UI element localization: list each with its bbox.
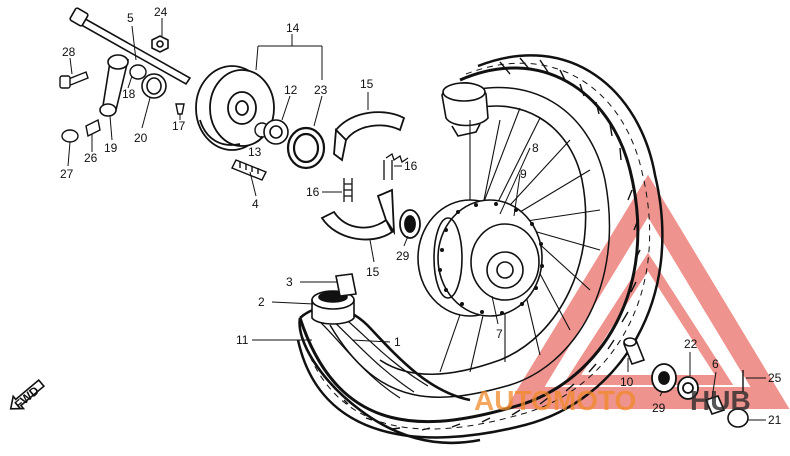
callout-16-right: 16 bbox=[404, 159, 418, 173]
callout-17: 17 bbox=[172, 119, 186, 133]
inner-tube-valve bbox=[311, 290, 355, 325]
leader-lines bbox=[67, 18, 766, 421]
callout-4: 4 bbox=[252, 197, 259, 211]
callout-labels: 5 24 28 18 19 20 26 27 17 14 12 23 13 4 … bbox=[12, 5, 782, 427]
callout-28: 28 bbox=[62, 45, 76, 59]
bearing-lower bbox=[651, 363, 677, 393]
brake-arm bbox=[99, 54, 130, 117]
tire-tread bbox=[343, 57, 641, 431]
axle-cap-nut bbox=[727, 408, 749, 428]
distance-collar bbox=[622, 337, 646, 365]
grease-fitting bbox=[175, 103, 185, 115]
watermark-text: AUTOMOTO HUB bbox=[474, 385, 751, 416]
callout-23: 23 bbox=[314, 83, 328, 97]
callout-6: 6 bbox=[712, 357, 719, 371]
callout-14: 14 bbox=[286, 21, 300, 35]
callout-16-left: 16 bbox=[306, 185, 320, 199]
brake-arm-spring bbox=[129, 64, 147, 80]
oil-seal bbox=[677, 376, 699, 400]
callout-15-upper: 15 bbox=[360, 77, 374, 91]
callout-22: 22 bbox=[684, 337, 698, 351]
callout-8: 8 bbox=[532, 141, 539, 155]
callout-26: 26 bbox=[84, 151, 98, 165]
brake-cam bbox=[231, 159, 267, 181]
callout-19: 19 bbox=[104, 141, 118, 155]
callout-11: 11 bbox=[236, 333, 249, 347]
callout-27: 27 bbox=[60, 167, 74, 181]
shoe-spring-right bbox=[383, 152, 409, 180]
callout-5: 5 bbox=[127, 11, 134, 25]
callout-21: 21 bbox=[768, 413, 782, 427]
callout-20: 20 bbox=[134, 131, 148, 145]
panel-seal-ring bbox=[286, 126, 326, 170]
rim bbox=[379, 105, 587, 376]
callout-9: 9 bbox=[520, 167, 527, 181]
tire-section-lower bbox=[298, 305, 481, 445]
watermark-logo-triangle bbox=[505, 174, 790, 409]
callout-25: 25 bbox=[768, 371, 782, 385]
callout-24: 24 bbox=[154, 5, 168, 19]
dust-seal bbox=[141, 73, 167, 99]
bearing-upper bbox=[399, 209, 421, 239]
axle-nut bbox=[151, 35, 169, 53]
callout-7: 7 bbox=[496, 327, 503, 341]
callout-2: 2 bbox=[258, 295, 265, 309]
callout-18: 18 bbox=[122, 87, 136, 101]
brake-shoe-lower bbox=[320, 188, 396, 241]
forward-arrow-icon bbox=[9, 378, 46, 410]
callout-1: 1 bbox=[394, 335, 401, 349]
shoe-spring-left bbox=[343, 178, 353, 202]
callout-13: 13 bbox=[248, 145, 262, 159]
callout-29-upper: 29 bbox=[396, 249, 410, 263]
side-collar bbox=[704, 395, 726, 415]
joint-pin bbox=[85, 118, 101, 138]
arm-bolt bbox=[59, 71, 89, 89]
hub-spoke-holes bbox=[438, 202, 544, 315]
watermark-word-dark: HUB bbox=[690, 385, 751, 416]
rim-band bbox=[335, 273, 357, 297]
axle bbox=[69, 7, 192, 86]
callout-29-lower: 29 bbox=[652, 401, 666, 415]
callout-12: 12 bbox=[284, 83, 298, 97]
valve-stem bbox=[441, 82, 489, 137]
callout-15-lower: 15 bbox=[366, 265, 380, 279]
wheel-hub bbox=[417, 199, 543, 317]
callout-3: 3 bbox=[286, 275, 293, 289]
watermark-word-orange: AUTOMOTO bbox=[474, 385, 636, 416]
spacer-collar bbox=[263, 119, 289, 145]
cap-bolt bbox=[61, 129, 79, 143]
callout-10: 10 bbox=[620, 375, 634, 389]
brake-shoe-upper bbox=[333, 111, 406, 162]
